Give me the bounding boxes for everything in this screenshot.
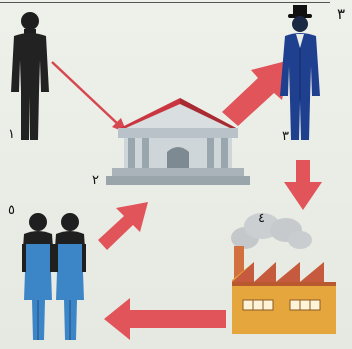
- workers-icon: [22, 213, 86, 340]
- person-three-icon: [280, 5, 320, 140]
- arrow-person-three-to-factory: [284, 160, 322, 210]
- label-person-one: ١: [8, 128, 15, 141]
- arrow-factory-to-workers: [104, 298, 226, 340]
- label-person-three: ٣: [282, 130, 289, 143]
- label-factory: ٤: [258, 212, 265, 225]
- arrow-workers-to-bank: [98, 202, 148, 250]
- arrow-bank-to-person-three: [222, 60, 290, 126]
- label-workers: ٥: [8, 204, 15, 217]
- label-bank: ٢: [92, 174, 99, 187]
- factory-icon: [231, 213, 336, 334]
- arrow-person-to-bank: [52, 62, 127, 133]
- person-one-icon: [11, 12, 49, 140]
